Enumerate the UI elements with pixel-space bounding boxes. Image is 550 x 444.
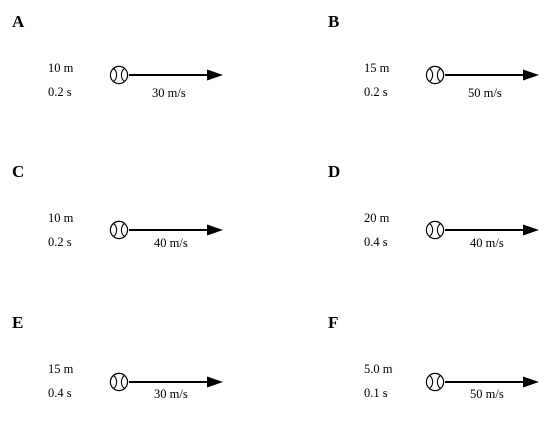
panel-letter: C — [12, 162, 25, 181]
velocity-arrow-icon — [445, 223, 539, 237]
panel-letter: B — [328, 12, 340, 31]
panel-letter: D — [328, 162, 341, 181]
panel-letter: A — [12, 12, 25, 31]
tennis-ball-icon — [109, 220, 129, 240]
time-label: 0.2 s — [364, 85, 388, 99]
velocity-arrow-icon — [129, 68, 223, 82]
distance-label: 15 m — [364, 61, 390, 75]
panel-e: E 15 m 0.4 s 30 m/s — [12, 314, 252, 444]
time-label: 0.2 s — [48, 85, 72, 99]
time-label: 0.4 s — [364, 235, 388, 249]
velocity-arrow-icon — [445, 68, 539, 82]
time-label: 0.4 s — [48, 386, 72, 400]
speed-label: 40 m/s — [470, 236, 504, 250]
time-label: 0.1 s — [364, 386, 388, 400]
tennis-ball-icon — [425, 220, 445, 240]
panel-d: D 20 m 0.4 s 40 m/s — [328, 163, 550, 293]
panel-letter: F — [328, 313, 339, 332]
distance-label: 15 m — [48, 362, 74, 376]
panel-f: F 5.0 m 0.1 s 50 m/s — [328, 314, 550, 444]
distance-label: 20 m — [364, 211, 390, 225]
panel-a: A 10 m 0.2 s 30 m/s — [12, 13, 252, 143]
speed-label: 30 m/s — [152, 86, 186, 100]
speed-label: 50 m/s — [470, 387, 504, 401]
speed-label: 40 m/s — [154, 236, 188, 250]
time-label: 0.2 s — [48, 235, 72, 249]
speed-label: 50 m/s — [468, 86, 502, 100]
panel-c: C 10 m 0.2 s 40 m/s — [12, 163, 252, 293]
tennis-ball-icon — [425, 372, 445, 392]
velocity-arrow-icon — [445, 375, 539, 389]
tennis-ball-icon — [425, 65, 445, 85]
distance-label: 5.0 m — [364, 362, 393, 376]
tennis-ball-icon — [109, 65, 129, 85]
velocity-arrow-icon — [129, 375, 223, 389]
speed-label: 30 m/s — [154, 387, 188, 401]
tennis-ball-icon — [109, 372, 129, 392]
distance-label: 10 m — [48, 211, 74, 225]
distance-label: 10 m — [48, 61, 74, 75]
panel-letter: E — [12, 313, 24, 332]
panel-b: B 15 m 0.2 s 50 m/s — [328, 13, 550, 143]
velocity-arrow-icon — [129, 223, 223, 237]
